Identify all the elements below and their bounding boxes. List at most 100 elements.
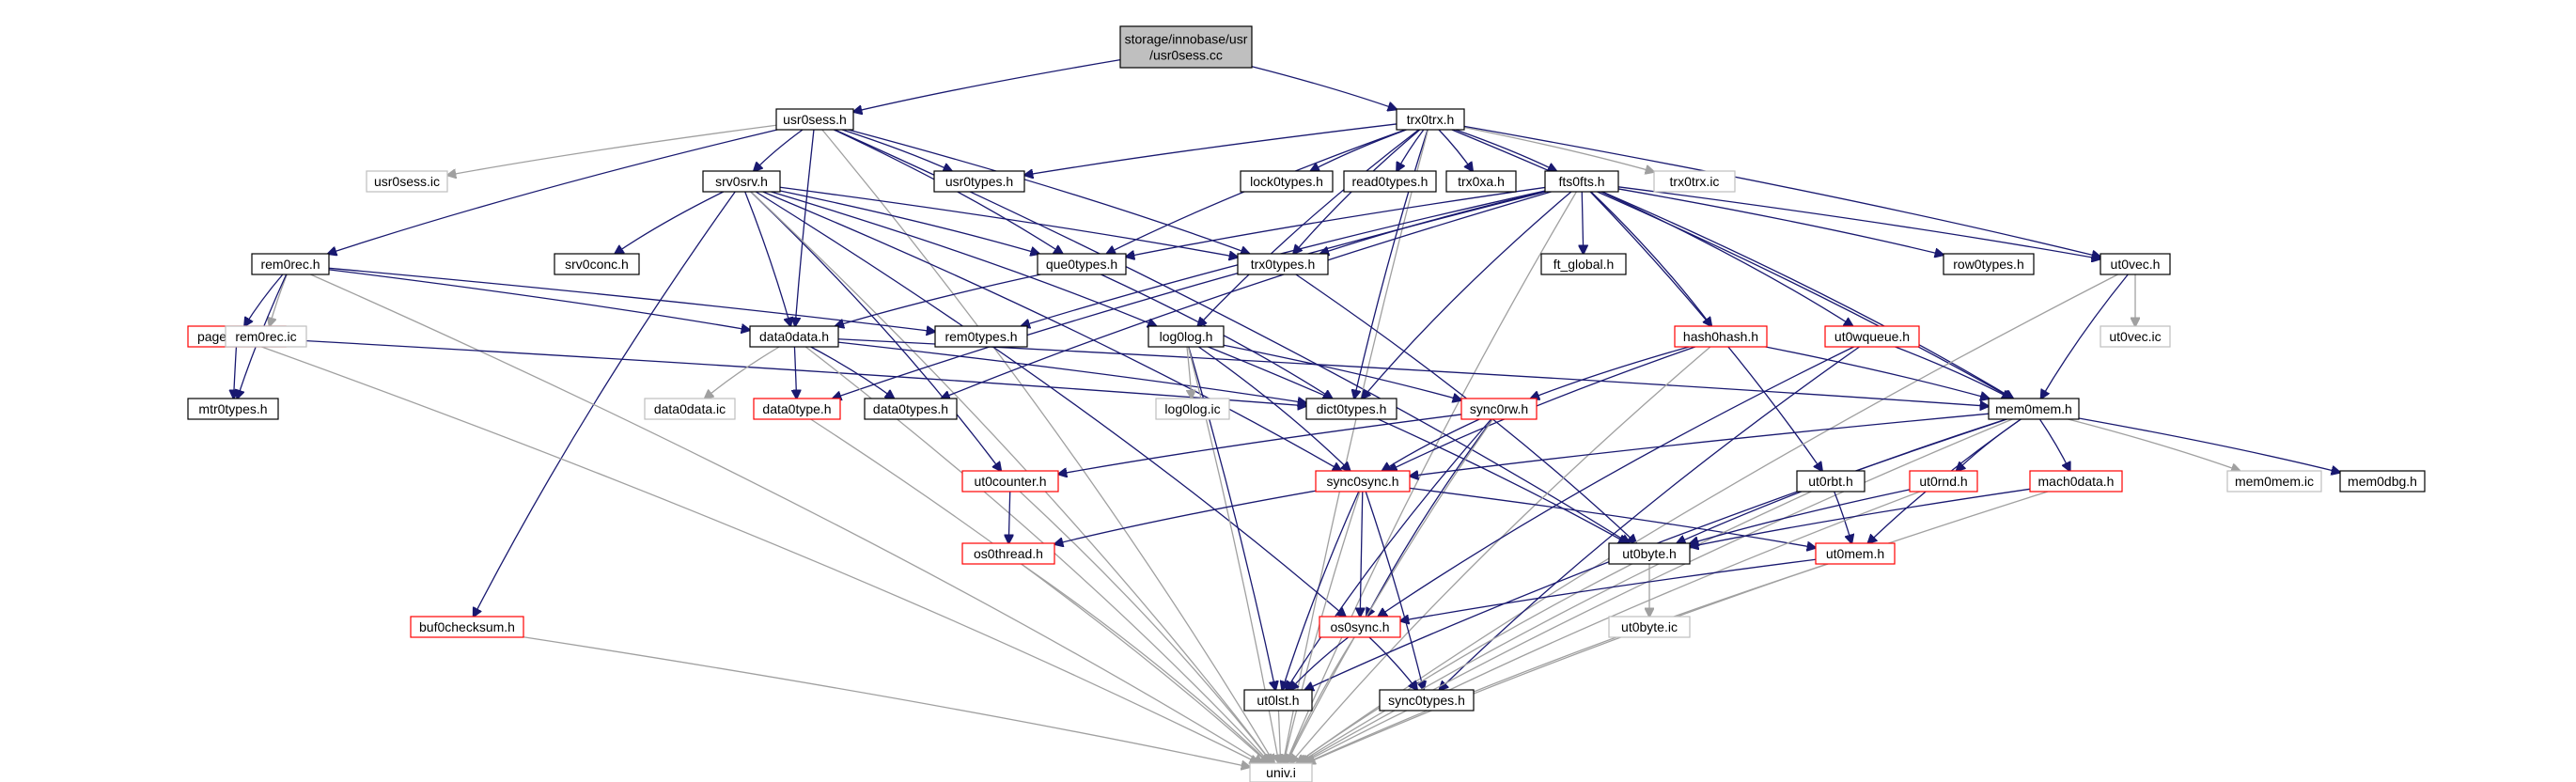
node-sync0rw-h[interactable]: sync0rw.h	[1460, 398, 1538, 420]
node-box	[1155, 398, 1230, 420]
node-mem0dbg-h[interactable]: mem0dbg.h	[2339, 470, 2426, 493]
edge-trx0trx-h-to-mem0mem-h	[1451, 129, 2012, 399]
node-sync0types-h[interactable]: sync0types.h	[1379, 689, 1475, 712]
edge-ut0mem-h-to-univ-i	[1305, 563, 1829, 763]
node-box	[1943, 253, 2035, 275]
node-box	[366, 170, 448, 193]
edge-ut0rbt-h-to-univ-i	[1299, 491, 1812, 763]
node-ut0vec-h[interactable]: ut0vec.h	[2100, 253, 2171, 275]
node-box	[1815, 542, 1896, 565]
edge-trx0trx-h-to-read0types-h	[1397, 129, 1425, 171]
node-ut0byte-h[interactable]: ut0byte.h	[1608, 542, 1691, 565]
edge-usr0sess-h-to-srv0srv-h	[754, 129, 804, 171]
node-ut0byte-ic[interactable]: ut0byte.ic	[1608, 616, 1691, 638]
node-que0types-h[interactable]: que0types.h	[1037, 253, 1127, 275]
node-ut0vec-ic[interactable]: ut0vec.ic	[2100, 325, 2171, 348]
node-row0types-h[interactable]: row0types.h	[1943, 253, 2035, 275]
node-box	[1237, 253, 1329, 275]
node-label: os0thread.h	[974, 546, 1043, 561]
node-label: ut0vec.h	[2111, 257, 2161, 272]
node-trx0trx-ic[interactable]: trx0trx.ic	[1653, 170, 1736, 193]
edge-ut0wqueue-h-to-os0sync-h	[1378, 346, 1854, 617]
node-univ-i[interactable]: univ.i	[1249, 762, 1313, 782]
node-ut0wqueue-h[interactable]: ut0wqueue.h	[1824, 325, 1920, 348]
node-mach0data-h[interactable]: mach0data.h	[2029, 470, 2123, 493]
node-mem0mem-ic[interactable]: mem0mem.ic	[2226, 470, 2322, 493]
node-trx0types-h[interactable]: trx0types.h	[1237, 253, 1329, 275]
node-mtr0types-h[interactable]: mtr0types.h	[187, 398, 279, 420]
edge-fts0fts-h-to-dict0types-h	[1362, 191, 1572, 399]
edge-root-to-usr0sess-h	[853, 59, 1121, 112]
node-box	[410, 616, 524, 638]
node-rem0rec-h[interactable]: rem0rec.h	[251, 253, 330, 275]
node-data0data-h[interactable]: data0data.h	[749, 325, 839, 348]
node-data0types-h[interactable]: data0types.h	[864, 398, 958, 420]
node-box	[961, 542, 1055, 565]
node-label: mach0data.h	[2038, 474, 2115, 489]
node-sync0sync-h[interactable]: sync0sync.h	[1315, 470, 1411, 493]
edge-log0log-h-to-sync0rw-h	[1223, 344, 1461, 400]
node-label: hash0hash.h	[1683, 329, 1758, 344]
node-log0log-h[interactable]: log0log.h	[1147, 325, 1225, 348]
node-label: read0types.h	[1352, 174, 1429, 189]
edge-data0data-h-to-data0types-h	[810, 346, 895, 399]
edge-trx0trx-h-to-log0log-h	[1197, 129, 1420, 326]
edge-srv0srv-h-to-sync0sync-h	[762, 191, 1341, 471]
node-usr0types-h[interactable]: usr0types.h	[933, 170, 1025, 193]
edge-rem0rec-h-to-rem0rec-ic	[270, 274, 288, 326]
node-box	[2226, 470, 2322, 493]
node-label: sync0types.h	[1388, 693, 1465, 708]
node-srv0conc-h[interactable]: srv0conc.h	[554, 253, 640, 275]
node-label: ut0mem.h	[1826, 546, 1884, 561]
node-ut0lst-h[interactable]: ut0lst.h	[1243, 689, 1313, 712]
node-box	[1249, 762, 1313, 782]
node-label: data0type.h	[762, 401, 831, 416]
node-trx0xa-h[interactable]: trx0xa.h	[1445, 170, 1517, 193]
node-label: storage/innobase/usr	[1125, 32, 1248, 47]
node-log0log-ic[interactable]: log0log.ic	[1155, 398, 1230, 420]
node-usr0sess-h[interactable]: usr0sess.h	[775, 108, 854, 131]
node-rem0rec-ic[interactable]: rem0rec.ic	[225, 325, 307, 348]
edge-ut0mem-h-to-os0sync-h	[1400, 558, 1817, 620]
node-buf0checksum-h[interactable]: buf0checksum.h	[410, 616, 524, 638]
node-ft-global-h[interactable]: ft_global.h	[1540, 253, 1627, 275]
node-srv0srv-h[interactable]: srv0srv.h	[702, 170, 781, 193]
edge-rem0rec-h-to-data0data-h	[328, 269, 750, 330]
edge-que0types-h-to-data0data-h	[835, 274, 1041, 326]
node-lock0types-h[interactable]: lock0types.h	[1240, 170, 1334, 193]
edge-root-to-trx0trx-h	[1251, 66, 1397, 110]
edge-ut0rbt-h-to-ut0mem-h	[1834, 491, 1852, 543]
node-os0thread-h[interactable]: os0thread.h	[961, 542, 1055, 565]
node-os0sync-h[interactable]: os0sync.h	[1319, 616, 1401, 638]
node-label: os0sync.h	[1330, 619, 1389, 634]
node-ut0rnd-h[interactable]: ut0rnd.h	[1909, 470, 1978, 493]
node-label: srv0srv.h	[715, 174, 768, 189]
edge-ut0lst-h-to-univ-i	[1278, 710, 1280, 763]
node-label: srv0conc.h	[565, 257, 629, 272]
node-box	[1343, 170, 1437, 193]
node-ut0counter-h[interactable]: ut0counter.h	[961, 470, 1059, 493]
edge-ut0rnd-h-to-ut0byte-h	[1690, 489, 1911, 544]
node-mem0mem-h[interactable]: mem0mem.h	[1988, 398, 2080, 420]
node-trx0trx-h[interactable]: trx0trx.h	[1396, 108, 1465, 131]
node-label: mem0dbg.h	[2348, 474, 2417, 489]
edge-usr0sess-h-to-usr0sess-ic	[447, 124, 777, 175]
node-root[interactable]: storage/innobase/usr/usr0sess.cc	[1119, 25, 1253, 69]
node-rem0types-h[interactable]: rem0types.h	[934, 325, 1028, 348]
node-ut0mem-h[interactable]: ut0mem.h	[1815, 542, 1896, 565]
node-fts0fts-h[interactable]: fts0fts.h	[1544, 170, 1619, 193]
node-label: usr0types.h	[945, 174, 1013, 189]
edge-sync0sync-h-to-univ-i	[1284, 491, 1361, 763]
node-usr0sess-ic[interactable]: usr0sess.ic	[366, 170, 448, 193]
node-data0data-ic[interactable]: data0data.ic	[644, 398, 736, 420]
edge-ut0wqueue-h-to-mem0mem-h	[1895, 346, 2011, 399]
edge-sync0sync-h-to-ut0lst-h	[1282, 491, 1360, 690]
node-hash0hash-h[interactable]: hash0hash.h	[1674, 325, 1768, 348]
node-read0types-h[interactable]: read0types.h	[1343, 170, 1437, 193]
node-ut0rbt-h[interactable]: ut0rbt.h	[1796, 470, 1866, 493]
node-data0type-h[interactable]: data0type.h	[753, 398, 841, 420]
node-dict0types-h[interactable]: dict0types.h	[1305, 398, 1397, 420]
node-label: trx0xa.h	[1458, 174, 1505, 189]
node-label: trx0trx.h	[1407, 112, 1455, 127]
node-label: mem0mem.ic	[2235, 474, 2314, 489]
